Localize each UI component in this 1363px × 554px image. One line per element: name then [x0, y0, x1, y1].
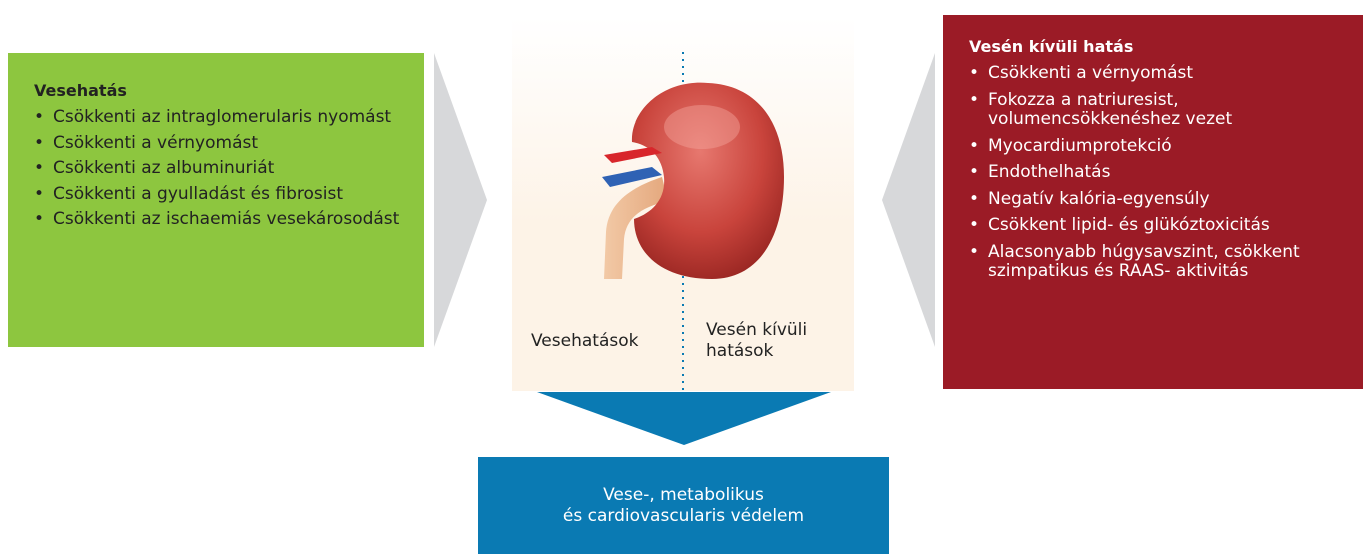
renal-effects-label: Vesehatások	[531, 331, 638, 352]
renal-effects-title: Vesehatás	[34, 81, 402, 100]
extrarenal-effect-item: Csökkenti a vérnyomást	[969, 64, 1341, 84]
extrarenal-effects-list: Csökkenti a vérnyomást Fokozza a natriur…	[969, 64, 1341, 282]
renal-effects-panel: Vesehatás Csökkenti az intraglomerularis…	[8, 53, 424, 347]
renal-effect-item: Csökkenti a gyulladást és fibrosist	[34, 185, 402, 205]
outcome-box: Vese-, metabolikus és cardiovascularis v…	[478, 457, 889, 554]
outcome-line-2: és cardiovascularis védelem	[563, 506, 804, 527]
extrarenal-effects-label: Vesén kívüli hatások	[706, 320, 846, 362]
extrarenal-effect-item: Alacsonyabb húgysavszint, csökkent szimp…	[969, 243, 1341, 282]
extrarenal-effects-panel: Vesén kívüli hatás Csökkenti a vérnyomás…	[943, 15, 1363, 389]
renal-artery	[604, 147, 662, 163]
outcome-line-1: Vese-, metabolikus	[603, 485, 764, 506]
extrarenal-effect-item: Myocardiumprotekció	[969, 137, 1341, 157]
extrarenal-effect-item: Negatív kalória-egyensúly	[969, 190, 1341, 210]
renal-effect-item: Csökkenti az albuminuriát	[34, 159, 402, 179]
extrarenal-effects-title: Vesén kívüli hatás	[969, 37, 1341, 56]
extrarenal-effect-item: Fokozza a natriuresist, volumencsökkenés…	[969, 91, 1341, 130]
extrarenal-effect-item: Endothelhatás	[969, 163, 1341, 183]
right-chevron-arrow	[882, 53, 935, 347]
kidney-highlight	[664, 105, 740, 149]
renal-effect-item: Csökkenti az ischaemiás vesekárosodást	[34, 210, 402, 230]
renal-effect-item: Csökkenti a vérnyomást	[34, 134, 402, 154]
left-chevron-arrow	[434, 53, 487, 347]
extrarenal-effect-item: Csökkent lipid- és glükóztoxicitás	[969, 216, 1341, 236]
down-arrow	[537, 392, 831, 445]
renal-effect-item: Csökkenti az intraglomerularis nyomást	[34, 108, 402, 128]
renal-effects-list: Csökkenti az intraglomerularis nyomást C…	[34, 108, 402, 230]
